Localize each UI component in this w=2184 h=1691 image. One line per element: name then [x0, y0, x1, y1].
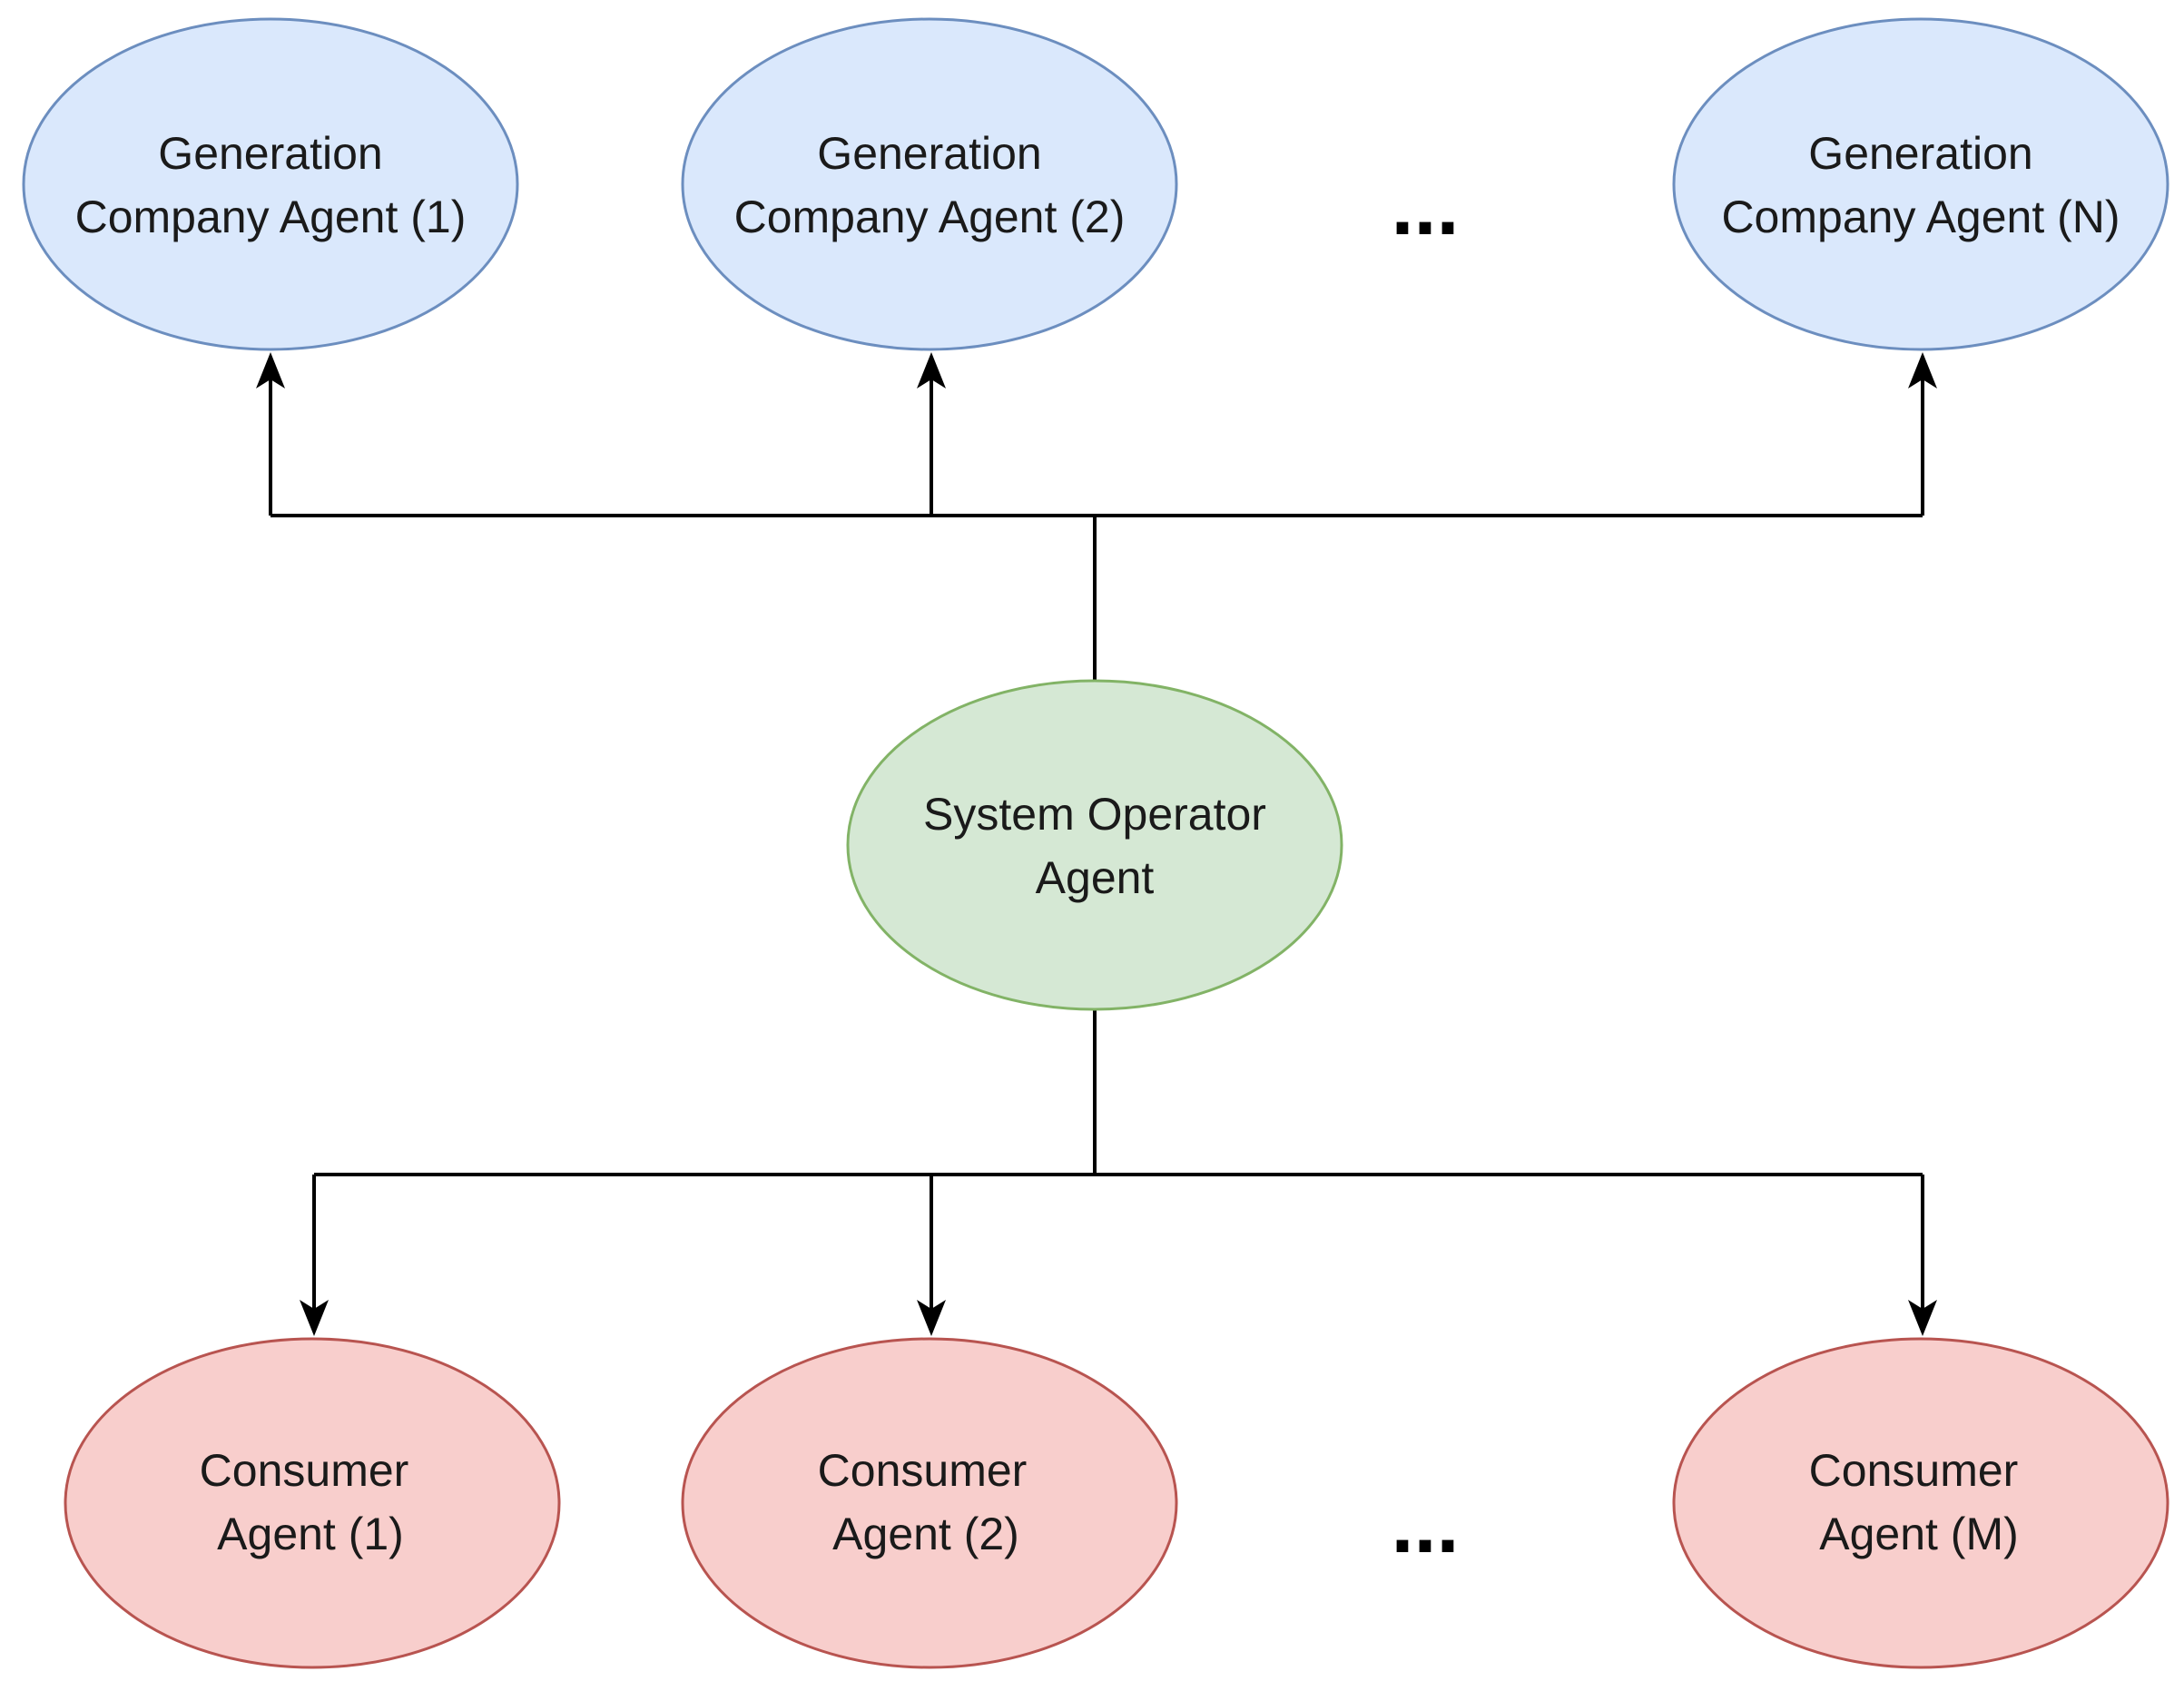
generation-agent-n-line1: Generation — [1808, 128, 2032, 179]
consumer-agent-2-line2: Agent (2) — [832, 1509, 1019, 1559]
consumer-agent-2-shape — [681, 1337, 1178, 1669]
consumer-agent-2-line1: Consumer — [818, 1445, 1028, 1496]
arrowhead-generation-n — [1908, 352, 1937, 388]
consumer-agent-1: Consumer Agent (1) — [64, 1337, 561, 1669]
consumer-agent-m: Consumer Agent (M) — [1672, 1337, 2169, 1669]
svg-text:Company Agent (2): Company Agent (2) — [734, 192, 1126, 242]
generation-agent-n: Generation Company Agent (N) — [1672, 17, 2169, 351]
svg-text:Agent (1): Agent (1) — [217, 1509, 404, 1559]
consumer-agent-2: Consumer Agent (2) — [681, 1337, 1178, 1669]
svg-text:Company Agent (N): Company Agent (N) — [1721, 192, 2120, 242]
generation-agent-1-line1: Generation — [158, 128, 382, 179]
bottom-connectors — [300, 1009, 1937, 1336]
generation-ellipsis: ... — [1391, 162, 1459, 252]
generation-agent-2-line2: Company Agent (2) — [734, 192, 1126, 242]
system-operator-line1: System Operator — [923, 789, 1266, 840]
top-connectors — [256, 352, 1937, 681]
arrowhead-consumer-2 — [917, 1300, 946, 1336]
consumer-agent-1-line2: Agent (1) — [217, 1509, 404, 1559]
svg-text:System Operator: System Operator — [923, 789, 1266, 840]
consumer-agent-1-line1: Consumer — [200, 1445, 409, 1496]
system-operator-line2: Agent — [1036, 852, 1155, 903]
generation-agent-2-shape — [681, 17, 1178, 351]
generation-agent-2-line1: Generation — [817, 128, 1041, 179]
generation-agent-n-shape — [1672, 17, 2169, 351]
consumer-agent-m-line1: Consumer — [1809, 1445, 2019, 1496]
consumer-ellipsis: ... — [1391, 1480, 1459, 1570]
generation-agent-n-line2: Company Agent (N) — [1721, 192, 2120, 242]
arrowhead-consumer-1 — [300, 1300, 329, 1336]
consumer-agent-m-shape — [1672, 1337, 2169, 1669]
svg-text:Consumer: Consumer — [200, 1445, 409, 1496]
svg-text:Generation: Generation — [158, 128, 382, 179]
generation-agent-1: Generation Company Agent (1) — [22, 17, 519, 351]
svg-text:Generation: Generation — [817, 128, 1041, 179]
svg-text:Consumer: Consumer — [818, 1445, 1028, 1496]
system-operator-agent-shape — [846, 679, 1343, 1011]
svg-text:Agent (2): Agent (2) — [832, 1509, 1019, 1559]
svg-text:Consumer: Consumer — [1809, 1445, 2019, 1496]
svg-text:Generation: Generation — [1808, 128, 2032, 179]
svg-text:Agent (M): Agent (M) — [1819, 1509, 2019, 1559]
generation-agent-1-shape — [22, 17, 519, 351]
generation-agent-1-line2: Company Agent (1) — [75, 192, 467, 242]
arrowhead-generation-2 — [917, 352, 946, 388]
generation-agent-2: Generation Company Agent (2) — [681, 17, 1178, 351]
consumer-agent-1-shape — [64, 1337, 561, 1669]
arrowhead-consumer-m — [1908, 1300, 1937, 1336]
arrowhead-generation-1 — [256, 352, 285, 388]
consumer-agent-m-line2: Agent (M) — [1819, 1509, 2019, 1559]
svg-text:Agent: Agent — [1036, 852, 1155, 903]
svg-text:Company Agent (1): Company Agent (1) — [75, 192, 467, 242]
system-operator-agent: System Operator Agent — [846, 679, 1343, 1011]
